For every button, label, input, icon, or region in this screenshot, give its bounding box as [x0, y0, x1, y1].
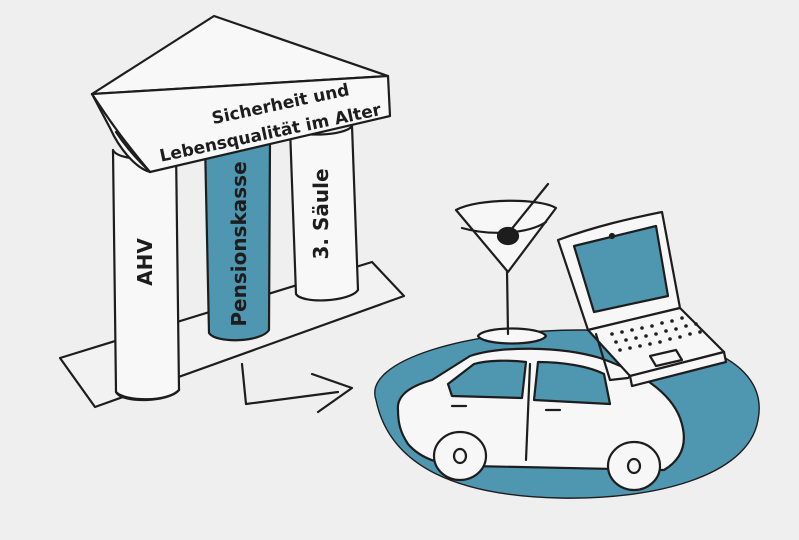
arrow-shaft [240, 362, 340, 406]
car-icon [396, 347, 685, 492]
laptop-keyboard [610, 316, 702, 352]
temple [58, 14, 406, 409]
car-wheel-back [606, 440, 662, 492]
pillar-label-pensionskasse: Pensionskasse [227, 161, 251, 326]
arrow-head [310, 372, 354, 414]
cocktail-pick [504, 182, 550, 238]
cocktail-base [476, 327, 548, 345]
pillar-label-3-saule: 3. Säule [309, 168, 333, 259]
laptop-screen [572, 224, 670, 314]
arrow [240, 362, 354, 414]
olive-icon [496, 226, 520, 246]
car-wheel-front [432, 430, 488, 482]
pillar-label-ahv: AHV [133, 238, 157, 286]
laptop-trackpad [648, 348, 684, 368]
laptop-icon [556, 210, 728, 388]
cocktail-icon [454, 182, 558, 345]
roof-band [90, 74, 392, 174]
car-window-front [446, 359, 528, 400]
cocktail-stem [505, 268, 510, 336]
car-window-back [532, 360, 612, 406]
